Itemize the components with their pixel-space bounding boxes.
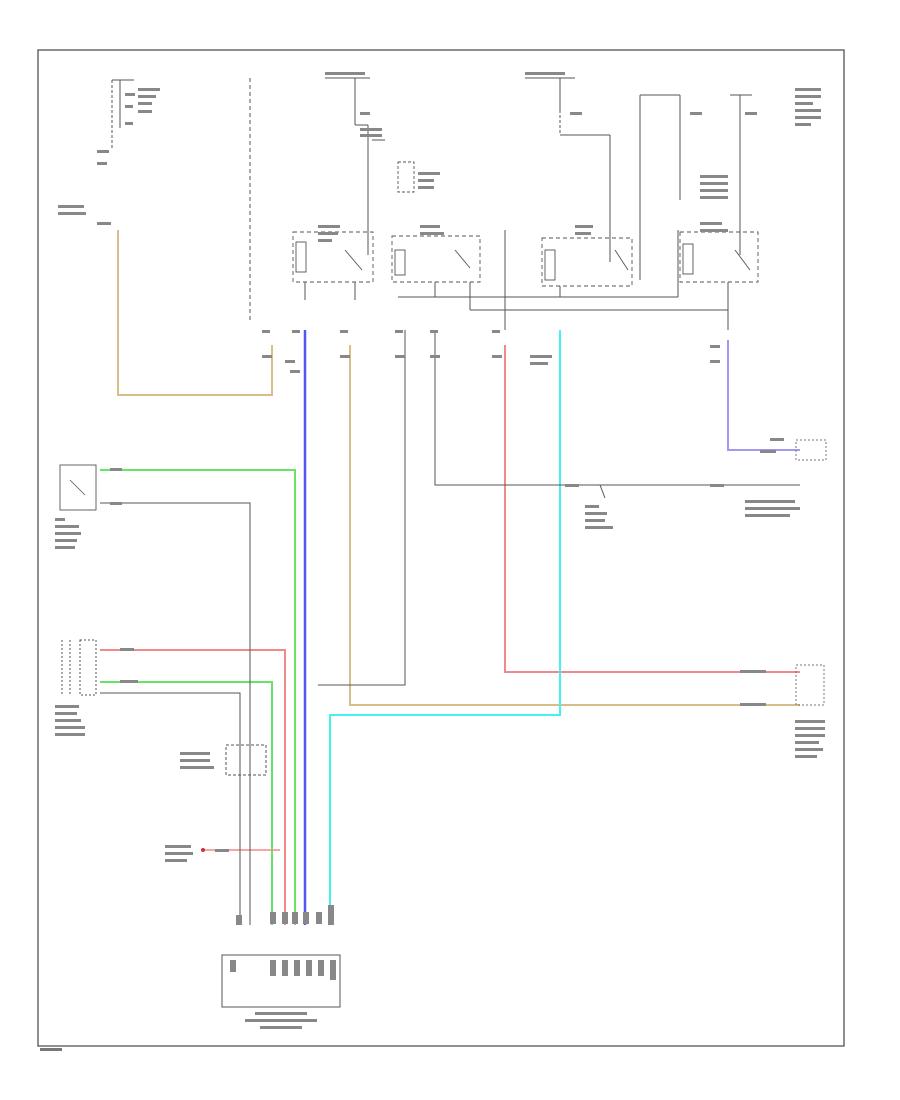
- diagram-id: [40, 1048, 62, 1051]
- wire-lavender: [727, 340, 800, 451]
- wire-green-top: [100, 469, 296, 925]
- wire-red-lower: [100, 649, 286, 925]
- diagram-frame: [37, 49, 845, 1047]
- wire-black-group: [100, 330, 800, 925]
- engine-ground: [165, 845, 205, 862]
- ambient-sensor: [55, 464, 97, 549]
- pressure-sensor: [55, 639, 97, 736]
- relay-labels: [318, 172, 728, 242]
- wire-tan-left: [117, 230, 273, 396]
- right-connectors: [745, 439, 827, 758]
- wire-green-lower: [100, 681, 273, 925]
- junction-connector: [180, 744, 267, 776]
- ground-point-center: [585, 505, 613, 529]
- control-module: [221, 954, 341, 1029]
- connector-tags: [110, 330, 784, 925]
- relay-boxes: [292, 161, 759, 287]
- wire-red-center: [504, 345, 800, 673]
- wire-tan-center: [349, 345, 800, 706]
- relay-bus: [304, 230, 729, 330]
- wire-cyan: [329, 330, 561, 925]
- fuse-labels: [58, 72, 821, 225]
- top-power-feeds: [111, 77, 752, 320]
